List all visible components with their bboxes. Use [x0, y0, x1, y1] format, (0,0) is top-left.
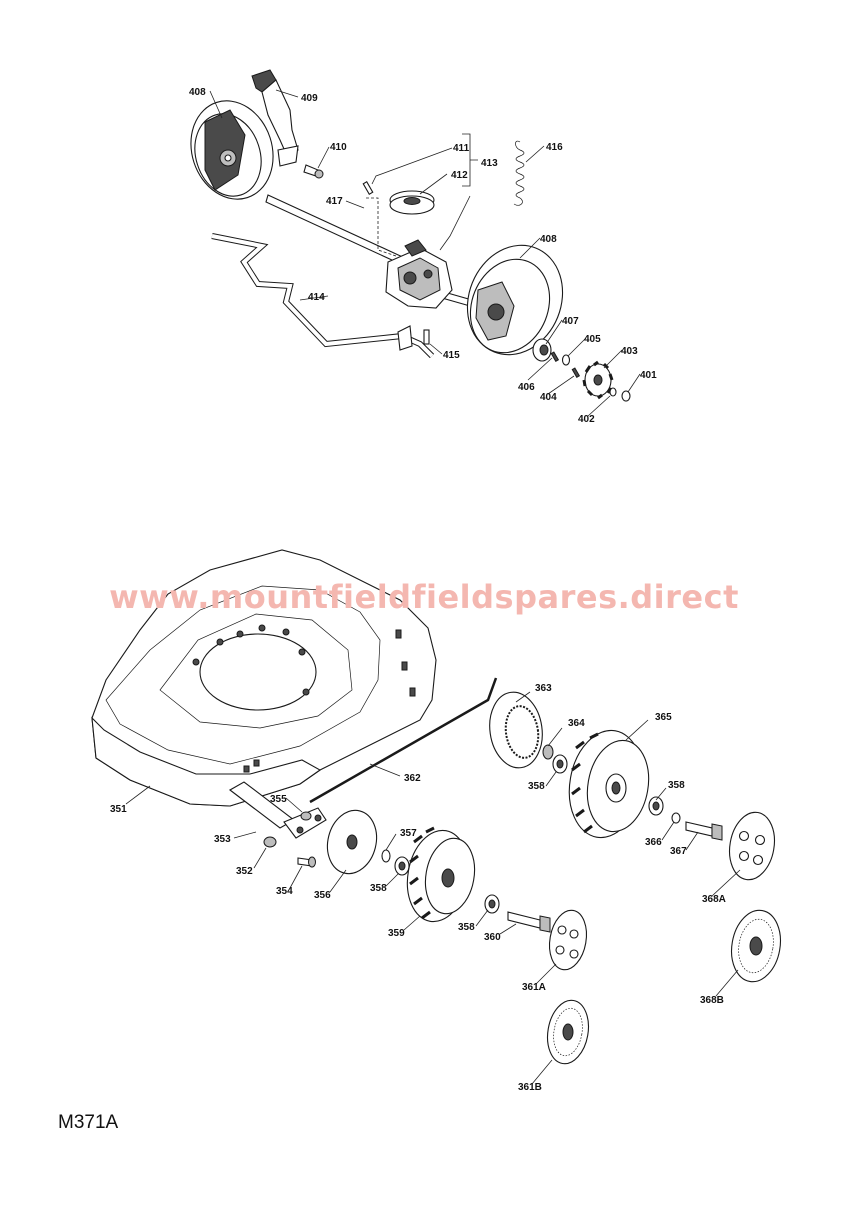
label-415: 415	[443, 350, 460, 361]
label-416: 416	[546, 142, 563, 153]
part-403-pinion	[582, 360, 614, 400]
label-407: 407	[562, 316, 579, 327]
part-356-disc	[326, 809, 378, 875]
part-367-bolt	[685, 821, 723, 841]
leader-lines-bottom	[125, 691, 741, 1085]
label-402: 402	[578, 414, 595, 425]
part-358-pinion-front	[394, 856, 410, 876]
label-360: 360	[484, 932, 501, 943]
part-366-washer	[671, 812, 681, 824]
label-411: 411	[453, 143, 470, 154]
part-361A-cap	[548, 909, 588, 971]
part-410-screw	[303, 164, 324, 179]
label-403: 403	[621, 346, 638, 357]
label-414: 414	[308, 292, 325, 303]
label-406: 406	[518, 382, 535, 393]
label-368B: 368B	[700, 995, 724, 1006]
part-354-bolt	[297, 856, 316, 868]
part-363-disc	[489, 691, 543, 769]
label-413: 413	[481, 158, 498, 169]
label-365: 365	[655, 712, 672, 723]
label-412: 412	[451, 170, 468, 181]
label-354: 354	[276, 886, 293, 897]
label-417: 417	[326, 196, 343, 207]
label-356: 356	[314, 890, 331, 901]
part-365-rear-wheel	[568, 729, 650, 839]
leader-lines-top	[209, 89, 641, 417]
label-401: 401	[640, 370, 657, 381]
part-404-key	[571, 367, 581, 379]
label-368A: 368A	[702, 894, 726, 905]
part-358-pinion-rear1	[552, 754, 568, 774]
part-364-nut	[542, 744, 554, 760]
label-408-right: 408	[540, 234, 557, 245]
part-368B-cap	[731, 909, 781, 983]
part-358-pinion-rear2	[648, 796, 664, 816]
label-405: 405	[584, 334, 601, 345]
part-357-washer	[381, 849, 391, 863]
brace-413	[462, 133, 478, 187]
label-351: 351	[110, 804, 127, 815]
part-415-pin	[423, 329, 430, 345]
deck-assembly	[91, 549, 781, 1085]
part-409-bracket	[251, 69, 299, 167]
part-407-bearing	[532, 338, 552, 362]
part-402-washer	[609, 387, 617, 397]
part-352-nut	[263, 836, 277, 848]
label-367: 367	[670, 846, 687, 857]
part-368A-cap	[728, 811, 776, 881]
label-362: 362	[404, 773, 421, 784]
label-410: 410	[330, 142, 347, 153]
label-352: 352	[236, 866, 253, 877]
part-405-washer	[561, 354, 571, 366]
label-358-front2: 358	[458, 922, 475, 933]
part-355-pin	[300, 811, 312, 821]
part-411-pin	[362, 181, 374, 195]
label-364: 364	[568, 718, 585, 729]
label-361A: 361A	[522, 982, 546, 993]
part-351-deck	[91, 549, 437, 807]
label-363: 363	[535, 683, 552, 694]
gearbox-body	[385, 239, 453, 309]
drawing-code: M371A	[58, 1112, 119, 1133]
part-401-circlip	[621, 390, 631, 402]
label-353: 353	[214, 834, 231, 845]
part-358-pinion-front2	[484, 894, 500, 914]
label-358-front1: 358	[370, 883, 387, 894]
label-409: 409	[301, 93, 318, 104]
part-416-spring	[513, 140, 525, 206]
part-353-lever	[229, 781, 327, 839]
label-358-rear1: 358	[528, 781, 545, 792]
part-412-pulley	[389, 190, 435, 215]
gearbox-assembly	[190, 69, 641, 417]
label-358-rear2: 358	[668, 780, 685, 791]
label-359: 359	[388, 928, 405, 939]
label-366: 366	[645, 837, 662, 848]
label-404: 404	[540, 392, 557, 403]
watermark-text: www.mountfieldfieldspares.direct	[109, 578, 739, 616]
part-361B-cap	[546, 999, 590, 1065]
label-355: 355	[270, 794, 287, 805]
label-408-left: 408	[189, 87, 206, 98]
part-360-bolt	[507, 911, 551, 933]
part-406-key	[550, 351, 560, 363]
part-408-right-cover	[466, 244, 564, 356]
part-362-rod	[309, 677, 498, 804]
part-414-rod	[211, 233, 435, 359]
callout-labels: 408 409 410 411 413 416 412 417 408 414 …	[110, 87, 726, 1093]
part-359-front-wheel	[406, 826, 476, 923]
part-408-left-cover	[190, 100, 274, 200]
label-357: 357	[400, 828, 417, 839]
label-361B: 361B	[518, 1082, 542, 1093]
